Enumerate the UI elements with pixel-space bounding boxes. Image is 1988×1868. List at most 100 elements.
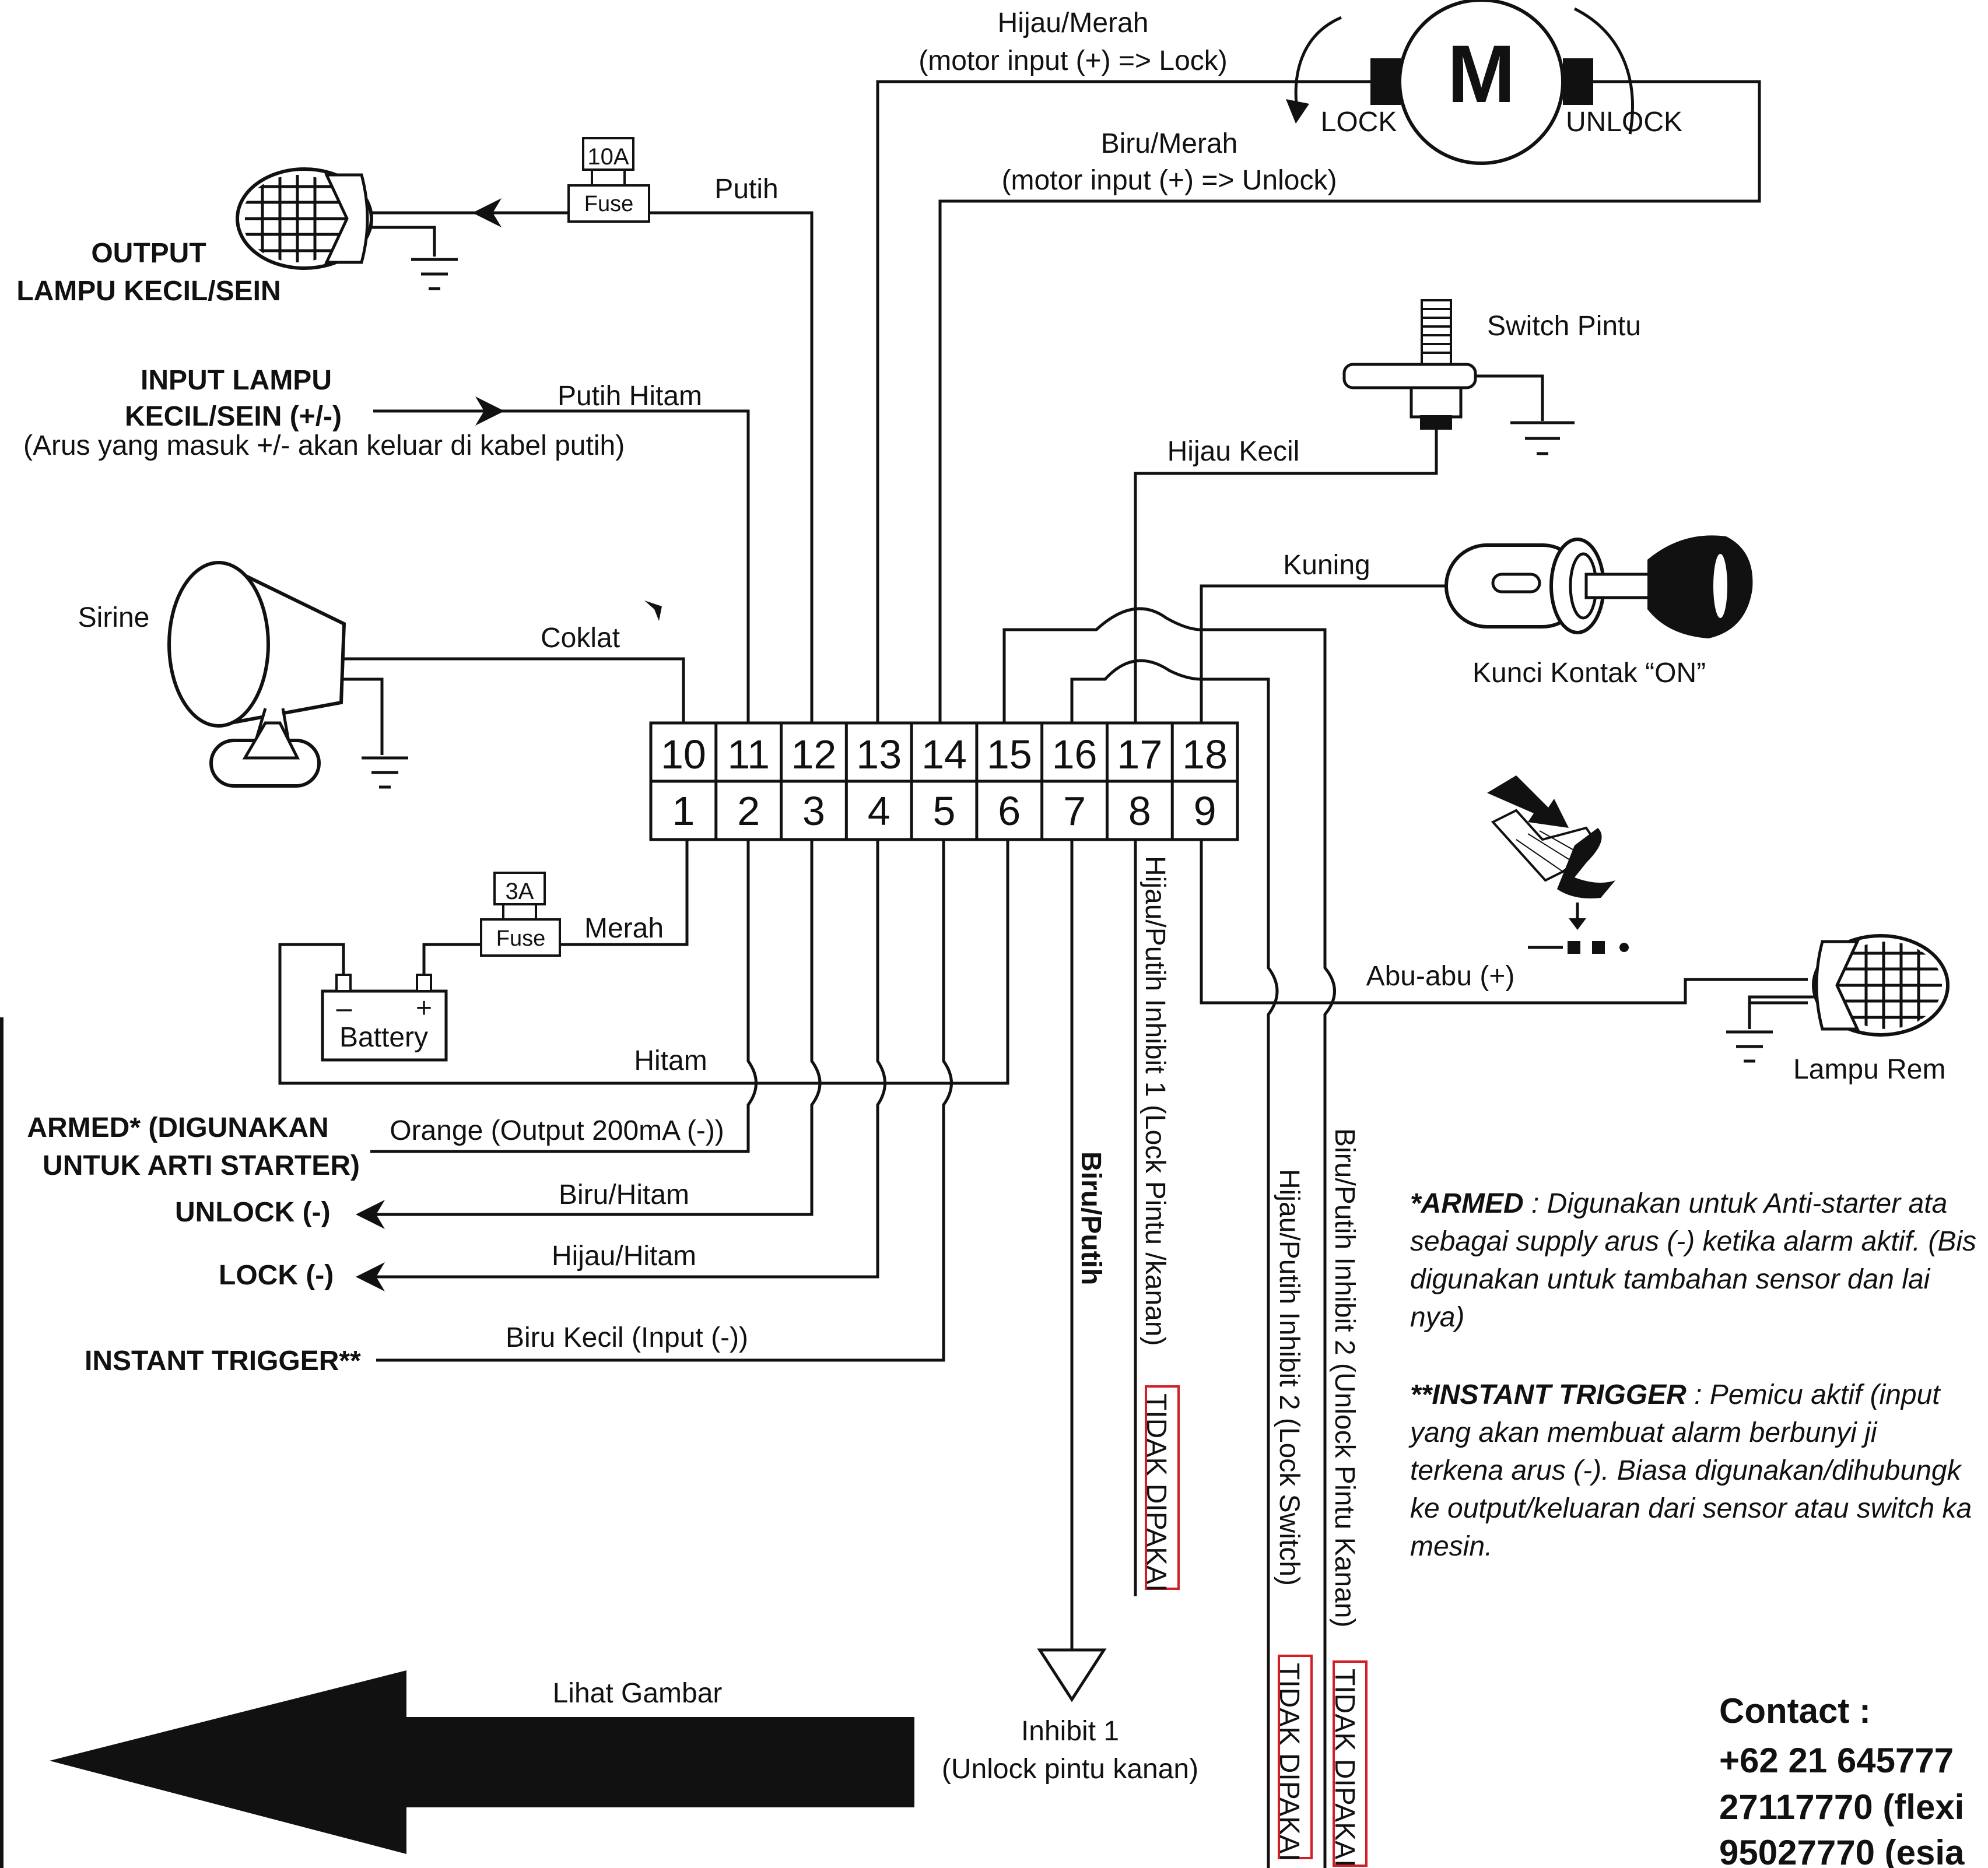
armed-note-line3: digunakan untuk tambahan sensor dan lai xyxy=(1410,1264,1931,1295)
pin-15: 15 xyxy=(987,732,1032,777)
motor-symbol: M xyxy=(1447,28,1516,120)
output-lamp-icon xyxy=(236,167,458,290)
trigger-note-line2: yang akan membuat alarm berbunyi ji xyxy=(1408,1417,1878,1448)
wire-label-biru-hitam: Biru/Hitam xyxy=(559,1179,689,1210)
wire-biru-kecil: Biru Kecil (Input (-)) xyxy=(376,840,953,1362)
wire-label-hijau-merah: Hijau/Merah xyxy=(998,8,1149,38)
output-lampu-line2: LAMPU KECIL/SEIN xyxy=(16,276,281,307)
pin-2: 2 xyxy=(737,788,760,834)
trigger-note-line5: mesin. xyxy=(1410,1531,1492,1562)
wire-pin16-crossover xyxy=(1070,659,1279,1868)
trigger-note-line3: terkena arus (-). Biasa digunakan/dihubu… xyxy=(1410,1455,1963,1486)
wire-hijau-merah: Hijau/Merah (motor input (+) => Lock) xyxy=(876,8,1382,723)
wire-coklat: Coklat xyxy=(341,623,685,789)
wire-hitam: Hitam xyxy=(278,840,1009,1085)
wire-pin15-crossover xyxy=(1002,607,1336,1868)
battery-minus-label: – xyxy=(336,993,352,1024)
sirine-label: Sirine xyxy=(78,602,150,633)
wire-desc-hijau-merah: (motor input (+) => Lock) xyxy=(918,45,1228,76)
battery-label: Battery xyxy=(339,1022,428,1053)
pin-13: 13 xyxy=(856,732,902,777)
stray-arrow-mark xyxy=(644,601,662,621)
armed-note-line4: nya) xyxy=(1410,1302,1464,1333)
switch-pintu-label: Switch Pintu xyxy=(1487,311,1641,342)
inhibit1-line2: (Unlock pintu kanan) xyxy=(942,1754,1198,1785)
pin-8: 8 xyxy=(1128,788,1151,834)
wire-label-biru-putih: Biru/Putih xyxy=(1075,1151,1106,1285)
input-lampu-line1: INPUT LAMPU xyxy=(141,365,332,396)
lampu-rem-label: Lampu Rem xyxy=(1793,1054,1945,1085)
wire-hijau-putih-inhibit1: Hijau/Putih Inhibit 1 (Lock Pintu /kanan… xyxy=(1134,840,1180,1596)
contact-line3: 95027770 (esia xyxy=(1719,1833,1965,1868)
motor-unlock-label: UNLOCK xyxy=(1566,107,1682,138)
brake-lamp-icon xyxy=(1726,934,1950,1063)
contact-title: Contact : xyxy=(1719,1691,1871,1730)
kunci-kontak-label: Kunci Kontak “ON” xyxy=(1472,658,1706,689)
armed-note: *ARMED : Digunakan untuk Anti-starter at… xyxy=(1410,1188,1976,1333)
fuse-3a-rating: 3A xyxy=(506,879,534,904)
wire-putih-hitam: Putih Hitam xyxy=(373,381,750,723)
pin-14: 14 xyxy=(921,732,967,777)
pin-4: 4 xyxy=(868,788,890,834)
wire-label-putih-hitam: Putih Hitam xyxy=(558,381,702,412)
wire-label-hijau-kecil: Hijau Kecil xyxy=(1167,436,1300,467)
lihat-gambar-label: Lihat Gambar xyxy=(553,1678,723,1709)
wire-biru-putih: Biru/Putih xyxy=(1037,840,1107,1702)
pin-10: 10 xyxy=(661,732,706,777)
armed-line1: ARMED* (DIGUNAKAN xyxy=(27,1112,328,1143)
door-lock-motor: M LOCK UNLOCK xyxy=(1286,0,1682,165)
pin-6: 6 xyxy=(998,788,1021,834)
armed-note-line2: sebagai supply arus (-) ketika alarm akt… xyxy=(1410,1226,1976,1257)
svg-text:*ARMED : Digunakan untuk Anti-: *ARMED : Digunakan untuk Anti-starter at… xyxy=(1410,1188,1947,1219)
wire-desc-biru-merah: (motor input (+) => Unlock) xyxy=(1002,165,1337,196)
wire-kuning: Kuning xyxy=(1200,550,1446,723)
wire-label-putih: Putih xyxy=(714,174,778,205)
wire-label-inhibit1: Hijau/Putih Inhibit 1 (Lock Pintu /kanan… xyxy=(1139,856,1170,1346)
wire-biru-merah: Biru/Merah (motor input (+) => Unlock) xyxy=(938,80,1761,723)
fuse-3a-label: Fuse xyxy=(496,926,545,951)
wire-label-abu-abu: Abu-abu (+) xyxy=(1366,961,1515,992)
battery-icon: – + Battery xyxy=(321,974,448,1062)
wire-abu-abu: Abu-abu (+) xyxy=(1200,840,1808,1005)
wire-label-coklat: Coklat xyxy=(541,623,620,654)
trigger-note: **INSTANT TRIGGER : Pemicu aktif (input … xyxy=(1408,1379,1972,1562)
pin-11: 11 xyxy=(727,732,770,777)
armed-line2: UNTUK ARTI STARTER) xyxy=(43,1150,360,1181)
tidak-dipakai-2: TIDAK DIPAKAI xyxy=(1274,1663,1305,1862)
brake-pedal-icon xyxy=(1487,775,1629,954)
fuse-10a-label: Fuse xyxy=(584,192,633,216)
wire-hijau-kecil: Hijau Kecil xyxy=(1134,429,1438,723)
svg-text:**INSTANT TRIGGER : Pemicu akt: **INSTANT TRIGGER : Pemicu aktif (input xyxy=(1410,1379,1941,1410)
output-lampu-line1: OUTPUT xyxy=(91,238,206,269)
fuse-10a-rating: 10A xyxy=(587,144,629,170)
pin-18: 18 xyxy=(1182,732,1228,777)
siren-icon xyxy=(167,561,346,788)
battery-plus-label: + xyxy=(416,993,432,1024)
unlock-output-label: UNLOCK (-) xyxy=(175,1197,331,1228)
wire-label-biru-kecil: Biru Kecil (Input (-)) xyxy=(506,1322,748,1353)
wire-label-hijau-hitam: Hijau/Hitam xyxy=(552,1241,696,1272)
left-arrow-icon xyxy=(50,1670,914,1854)
wire-label-kuning: Kuning xyxy=(1283,550,1370,581)
tidak-dipakai-box-2 xyxy=(1278,1655,1313,1859)
wire-putih: Putih xyxy=(370,174,814,723)
contact-line2: 27117770 (flexi xyxy=(1719,1788,1964,1827)
tidak-dipakai-1: TIDAK DIPAKAI xyxy=(1141,1393,1172,1592)
trigger-note-line4: ke output/keluaran dari sensor atau swit… xyxy=(1410,1493,1972,1524)
wire-label-inhibit2-lock: Hijau/Putih Inhibit 2 (Lock Switch) xyxy=(1274,1169,1305,1586)
pin-16: 16 xyxy=(1052,732,1098,777)
lihat-gambar-arrow[interactable]: Lihat Gambar xyxy=(50,1670,914,1854)
trigger-note-title: **INSTANT TRIGGER xyxy=(1410,1379,1687,1410)
pin-7: 7 xyxy=(1063,788,1086,834)
lock-output-label: LOCK (-) xyxy=(219,1260,334,1291)
input-lampu-note: (Arus yang masuk +/- akan keluar di kabe… xyxy=(23,430,625,461)
input-lampu-line2: KECIL/SEIN (+/-) xyxy=(125,401,342,432)
motor-lock-label: LOCK xyxy=(1321,107,1397,138)
armed-note-line1: : Digunakan untuk Anti-starter ata xyxy=(1524,1188,1948,1219)
wire-label-biru-merah: Biru/Merah xyxy=(1101,128,1238,159)
pin-17: 17 xyxy=(1117,732,1162,777)
wire-biru-hitam: Biru/Hitam xyxy=(356,840,822,1229)
wire-orange: Orange (Output 200mA (-)) xyxy=(370,840,758,1153)
